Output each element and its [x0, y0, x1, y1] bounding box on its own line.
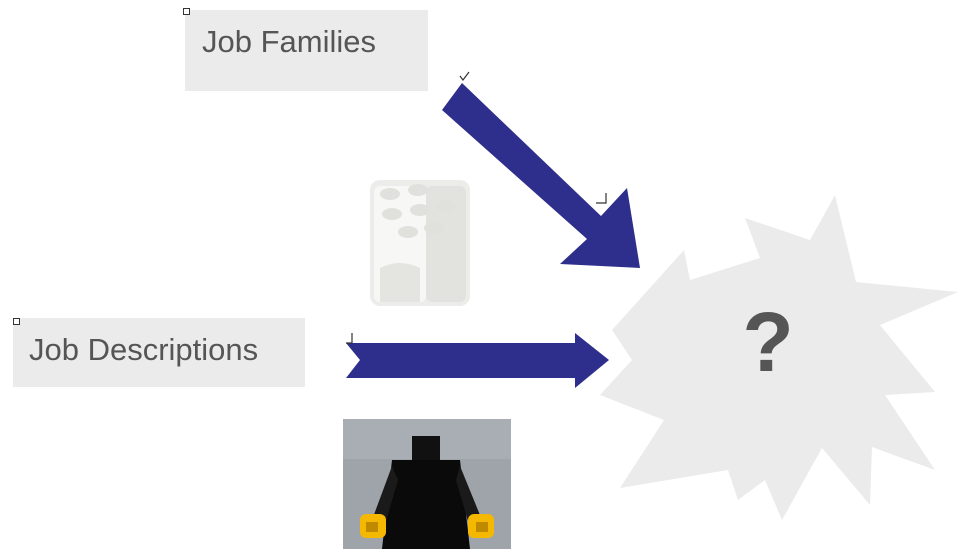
- lego-minifigure-torso-icon: [343, 419, 511, 549]
- arrow-diagonal: [442, 83, 640, 268]
- arrow-horizontal: [346, 333, 609, 388]
- connector-mark: [596, 193, 606, 203]
- lego-brick-icon: [370, 180, 470, 306]
- check-mark: [460, 72, 469, 80]
- question-mark: ?: [728, 300, 808, 384]
- connector-mark: [346, 333, 352, 343]
